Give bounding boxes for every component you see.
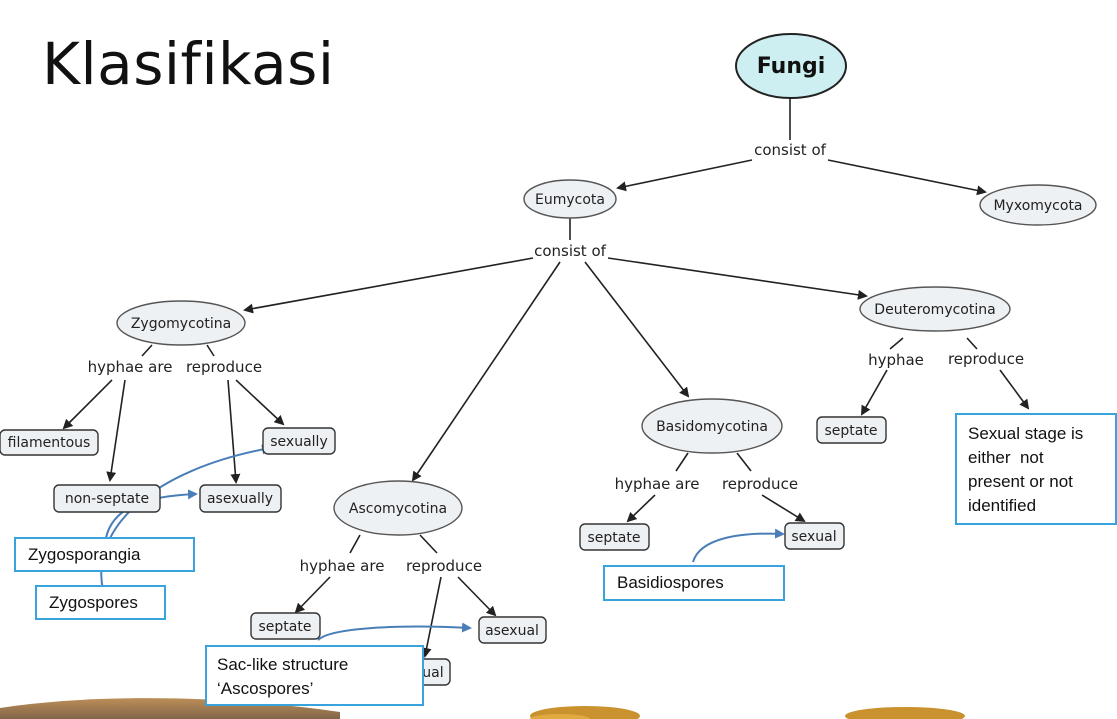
leaf-deutero-septate-label: septate <box>825 423 878 439</box>
callout-deutero-line4: identified <box>968 496 1037 515</box>
link-asco-hyphae: hyphae are <box>300 557 385 575</box>
leaf-filamentous-label: filamentous <box>8 435 91 451</box>
node-deuteromycotina: Deuteromycotina <box>859 286 1011 332</box>
link-deutero-reproduce: reproduce <box>948 350 1024 368</box>
callout-zygospores-text: Zygospores <box>49 593 138 612</box>
callout-zygosporangia-text: Zygosporangia <box>28 545 141 564</box>
link-basidio-reproduce: reproduce <box>722 475 798 493</box>
arrow-to-asco-asexual <box>457 576 497 617</box>
zygo-hyphae-link <box>141 344 153 357</box>
leaf-zygo-nonseptate: non-septate <box>53 484 161 513</box>
link-consist-of-1: consist of <box>754 141 827 159</box>
callout-deutero-line1: Sexual stage is <box>968 424 1084 443</box>
link-zygo-hyphae: hyphae are <box>88 358 173 376</box>
node-myxomycota-label: Myxomycota <box>993 198 1082 214</box>
leaf-asco-asexual-label: asexual <box>485 623 539 639</box>
arrow-to-zygomycotina <box>243 257 534 314</box>
arrow-to-ascomycotina <box>411 261 561 482</box>
arrow-to-basidio-sexual <box>761 494 806 523</box>
callout-ascospores: Sac-like structure ‘Ascospores’ <box>205 645 424 706</box>
callout-deutero-line3: present or not <box>968 472 1073 491</box>
asco-reproduce-link <box>419 534 438 554</box>
leaf-basidio-septate-label: septate <box>588 530 641 546</box>
arrow-to-eumycota <box>616 159 753 192</box>
leaf-filamentous: filamentous <box>0 429 99 456</box>
leaf-zygo-sexually-label: sexually <box>270 434 327 450</box>
basidio-hyphae-link <box>675 452 689 472</box>
arrow-to-deutero-septate <box>861 369 888 416</box>
arrow-to-filamentous <box>62 379 113 430</box>
callout-arrow-basidiospores <box>692 528 785 563</box>
leaf-basidio-septate: septate <box>579 523 650 551</box>
leaf-zygo-sexually: sexually <box>262 427 336 455</box>
arrow-to-basidiomycotina <box>584 261 690 398</box>
arrow-to-nonseptate <box>106 379 126 482</box>
node-basidiomycotina-label: Basidomycotina <box>656 419 768 435</box>
leaf-asco-septate: septate <box>250 612 321 640</box>
callout-ascospores-line2: ‘Ascospores’ <box>217 679 314 698</box>
leaf-basidio-sexual: sexual <box>784 522 845 550</box>
leaf-basidio-sexual-label: sexual <box>791 529 836 545</box>
leaf-asco-septate-label: septate <box>259 619 312 635</box>
callout-basidiospores: Basidiospores <box>603 565 785 601</box>
arrow-to-basidio-septate <box>626 494 656 523</box>
arrow-to-deutero-callout <box>999 369 1030 410</box>
arrow-to-myxomycota <box>827 159 987 196</box>
callout-zygospores: Zygospores <box>35 585 166 620</box>
deutero-reproduce-link <box>966 337 978 350</box>
deutero-hyphae-link <box>889 337 904 350</box>
node-deuteromycotina-label: Deuteromycotina <box>874 302 995 318</box>
arrow-to-sexually <box>235 379 285 426</box>
arrow-to-asco-sexual <box>421 576 442 658</box>
link-deutero-hyphae: hyphae <box>868 351 924 369</box>
leaf-zygo-nonseptate-label: non-septate <box>65 491 149 507</box>
basidio-reproduce-link <box>736 452 752 472</box>
node-myxomycota: Myxomycota <box>979 184 1097 226</box>
slide-title: Klasifikasi <box>42 30 335 98</box>
asco-hyphae-link <box>349 534 361 554</box>
callout-deutero-sexual-stage: Sexual stage is either not present or no… <box>955 413 1117 525</box>
node-eumycota: Eumycota <box>523 179 617 219</box>
node-ascomycotina-label: Ascomycotina <box>349 501 447 517</box>
node-zygomycotina-label: Zygomycotina <box>131 316 231 332</box>
link-asco-reproduce: reproduce <box>406 557 482 575</box>
node-basidiomycotina: Basidomycotina <box>641 398 783 454</box>
node-fungi: Fungi <box>735 33 847 99</box>
node-fungi-label: Fungi <box>757 54 826 79</box>
leaf-zygo-asexually-label: asexually <box>207 491 273 507</box>
leaf-deutero-septate: septate <box>816 416 887 444</box>
callout-basidiospores-text: Basidiospores <box>617 573 724 592</box>
decorative-ground <box>0 698 965 719</box>
leaf-asco-asexual: asexual <box>478 616 547 644</box>
node-ascomycotina: Ascomycotina <box>333 480 463 536</box>
leaf-zygo-asexually: asexually <box>199 484 282 513</box>
callout-arrow-ascospores <box>317 622 472 641</box>
arrow-to-asexually <box>227 379 241 484</box>
node-eumycota-label: Eumycota <box>535 192 605 208</box>
link-zygo-reproduce: reproduce <box>186 358 262 376</box>
zygo-reproduce-link <box>206 344 215 357</box>
node-zygomycotina: Zygomycotina <box>116 300 246 346</box>
link-basidio-hyphae: hyphae are <box>615 475 700 493</box>
arrow-to-asco-septate <box>294 576 331 614</box>
callout-ascospores-line1: Sac-like structure <box>217 655 349 674</box>
link-consist-of-2: consist of <box>534 242 607 260</box>
callout-deutero-line2: either not <box>968 448 1044 467</box>
callout-zygosporangia: Zygosporangia <box>14 537 195 572</box>
arrow-to-deuteromycotina <box>607 257 868 300</box>
